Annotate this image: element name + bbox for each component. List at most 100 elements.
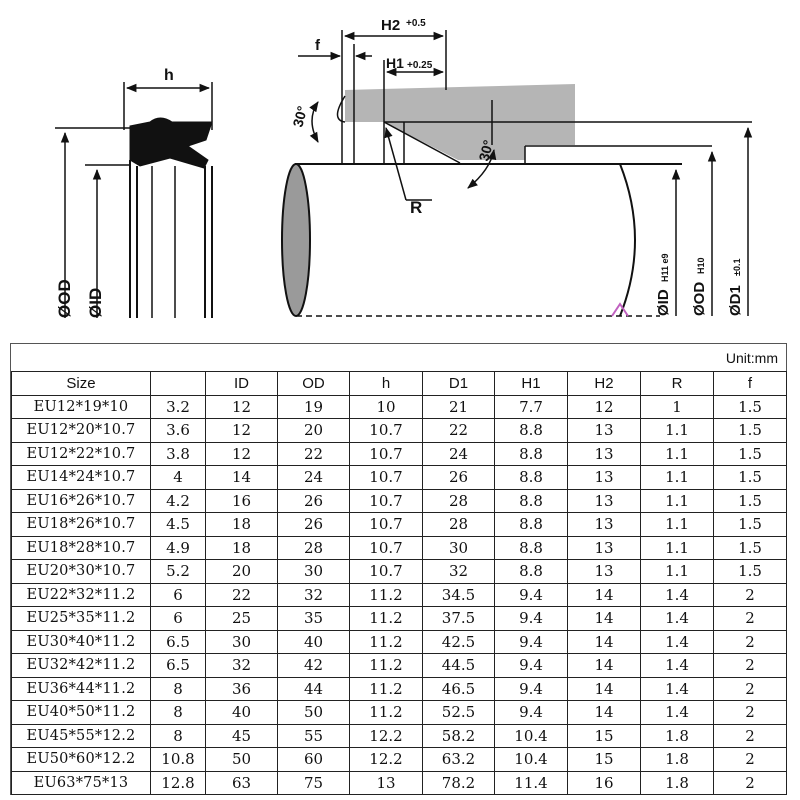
dim-label-h1: H1 [386, 55, 404, 71]
table-cell: 13 [567, 465, 641, 490]
table-cell: 1.4 [640, 676, 714, 701]
table-cell: 1.5 [713, 394, 787, 419]
size-cell: EU25*35*11.2 [11, 606, 151, 631]
table-cell: 26 [277, 512, 350, 537]
table-cell: 8.8 [494, 535, 568, 560]
table-cell: 36 [205, 676, 278, 701]
table-cell: 1.4 [640, 582, 714, 607]
table-cell: 45 [205, 723, 278, 748]
table-cell: 11.2 [349, 700, 423, 725]
highlight-mark [611, 302, 629, 317]
dim-label-id-right: ØID [655, 289, 672, 316]
table-cell: 8.8 [494, 441, 568, 466]
dim-label-id-right-tol: H11 e9 [660, 253, 670, 282]
table-cell: 11.2 [349, 606, 423, 631]
table-cell: 7.7 [494, 394, 568, 419]
size-cell: EU14*24*10.7 [11, 465, 151, 490]
table-cell: 28 [277, 535, 350, 560]
table-cell: 55 [277, 723, 350, 748]
table-cell: 12 [205, 418, 278, 443]
table-cell: 32 [422, 559, 495, 584]
table-cell: 9.4 [494, 582, 568, 607]
table-cell: 14 [567, 582, 641, 607]
size-cell: EU12*22*10.7 [11, 441, 151, 466]
column-header: D1 [422, 371, 495, 396]
table-cell: 52.5 [422, 700, 495, 725]
table-cell: 2 [713, 606, 787, 631]
table-cell: 6 [150, 606, 206, 631]
dim-label-od: ØOD [55, 279, 74, 318]
table-cell: 14 [567, 676, 641, 701]
table-cell: 1.5 [713, 488, 787, 513]
table-cell: 10.4 [494, 723, 568, 748]
table-cell: 8 [150, 676, 206, 701]
table-cell: 37.5 [422, 606, 495, 631]
table-cell: 9.4 [494, 629, 568, 654]
table-cell: 10.7 [349, 535, 423, 560]
table-cell: 1.1 [640, 512, 714, 537]
table-cell: 1.5 [713, 559, 787, 584]
table-cell: 20 [277, 418, 350, 443]
table-cell: 18 [205, 512, 278, 537]
dim-label-h: h [164, 67, 174, 84]
table-cell: 22 [422, 418, 495, 443]
table-cell: 12 [567, 394, 641, 419]
table-cell: 8.8 [494, 418, 568, 443]
dim-label-d1: ØD1 [727, 285, 744, 316]
table-cell: 26 [277, 488, 350, 513]
table-cell: 40 [277, 629, 350, 654]
table-cell: 14 [567, 629, 641, 654]
table-cell: 2 [713, 747, 787, 772]
table-cell: 2 [713, 653, 787, 678]
table-cell: 4.5 [150, 512, 206, 537]
table-cell: 16 [205, 488, 278, 513]
table-cell: 28 [422, 512, 495, 537]
table-cell: 1.1 [640, 441, 714, 466]
dim-label-h1-tol: +0.25 [407, 60, 433, 71]
column-header: ID [205, 371, 278, 396]
table-cell: 2 [713, 629, 787, 654]
table-cell: 78.2 [422, 770, 495, 795]
table-cell: 11.2 [349, 582, 423, 607]
table-cell: 16 [567, 770, 641, 795]
table-cell: 22 [277, 441, 350, 466]
table-cell: 14 [567, 653, 641, 678]
table-cell: 10.7 [349, 418, 423, 443]
table-cell: 11.2 [349, 629, 423, 654]
table-cell: 9.4 [494, 653, 568, 678]
table-cell: 10.7 [349, 559, 423, 584]
table-cell: 10.7 [349, 512, 423, 537]
size-cell: EU12*20*10.7 [11, 418, 151, 443]
size-cell: EU18*28*10.7 [11, 535, 151, 560]
dim-label-angle-b: 30° [475, 138, 496, 163]
table-cell: 8.8 [494, 488, 568, 513]
table-cell: 2 [713, 770, 787, 795]
table-cell: 10.4 [494, 747, 568, 772]
table-cell: 1.4 [640, 700, 714, 725]
dim-label-r: R [410, 198, 422, 217]
table-cell: 2 [713, 676, 787, 701]
table-cell: 10.7 [349, 488, 423, 513]
size-cell: EU16*26*10.7 [11, 488, 151, 513]
table-cell: 15 [567, 723, 641, 748]
table-cell: 8 [150, 723, 206, 748]
table-cell: 8.8 [494, 465, 568, 490]
table-cell: 75 [277, 770, 350, 795]
table-cell: 14 [567, 700, 641, 725]
table-cell: 9.4 [494, 700, 568, 725]
table-cell: 3.2 [150, 394, 206, 419]
table-cell: 13 [349, 770, 423, 795]
table-cell: 1.1 [640, 559, 714, 584]
column-header: H2 [567, 371, 641, 396]
table-cell: 18 [205, 535, 278, 560]
table-cell: 30 [422, 535, 495, 560]
